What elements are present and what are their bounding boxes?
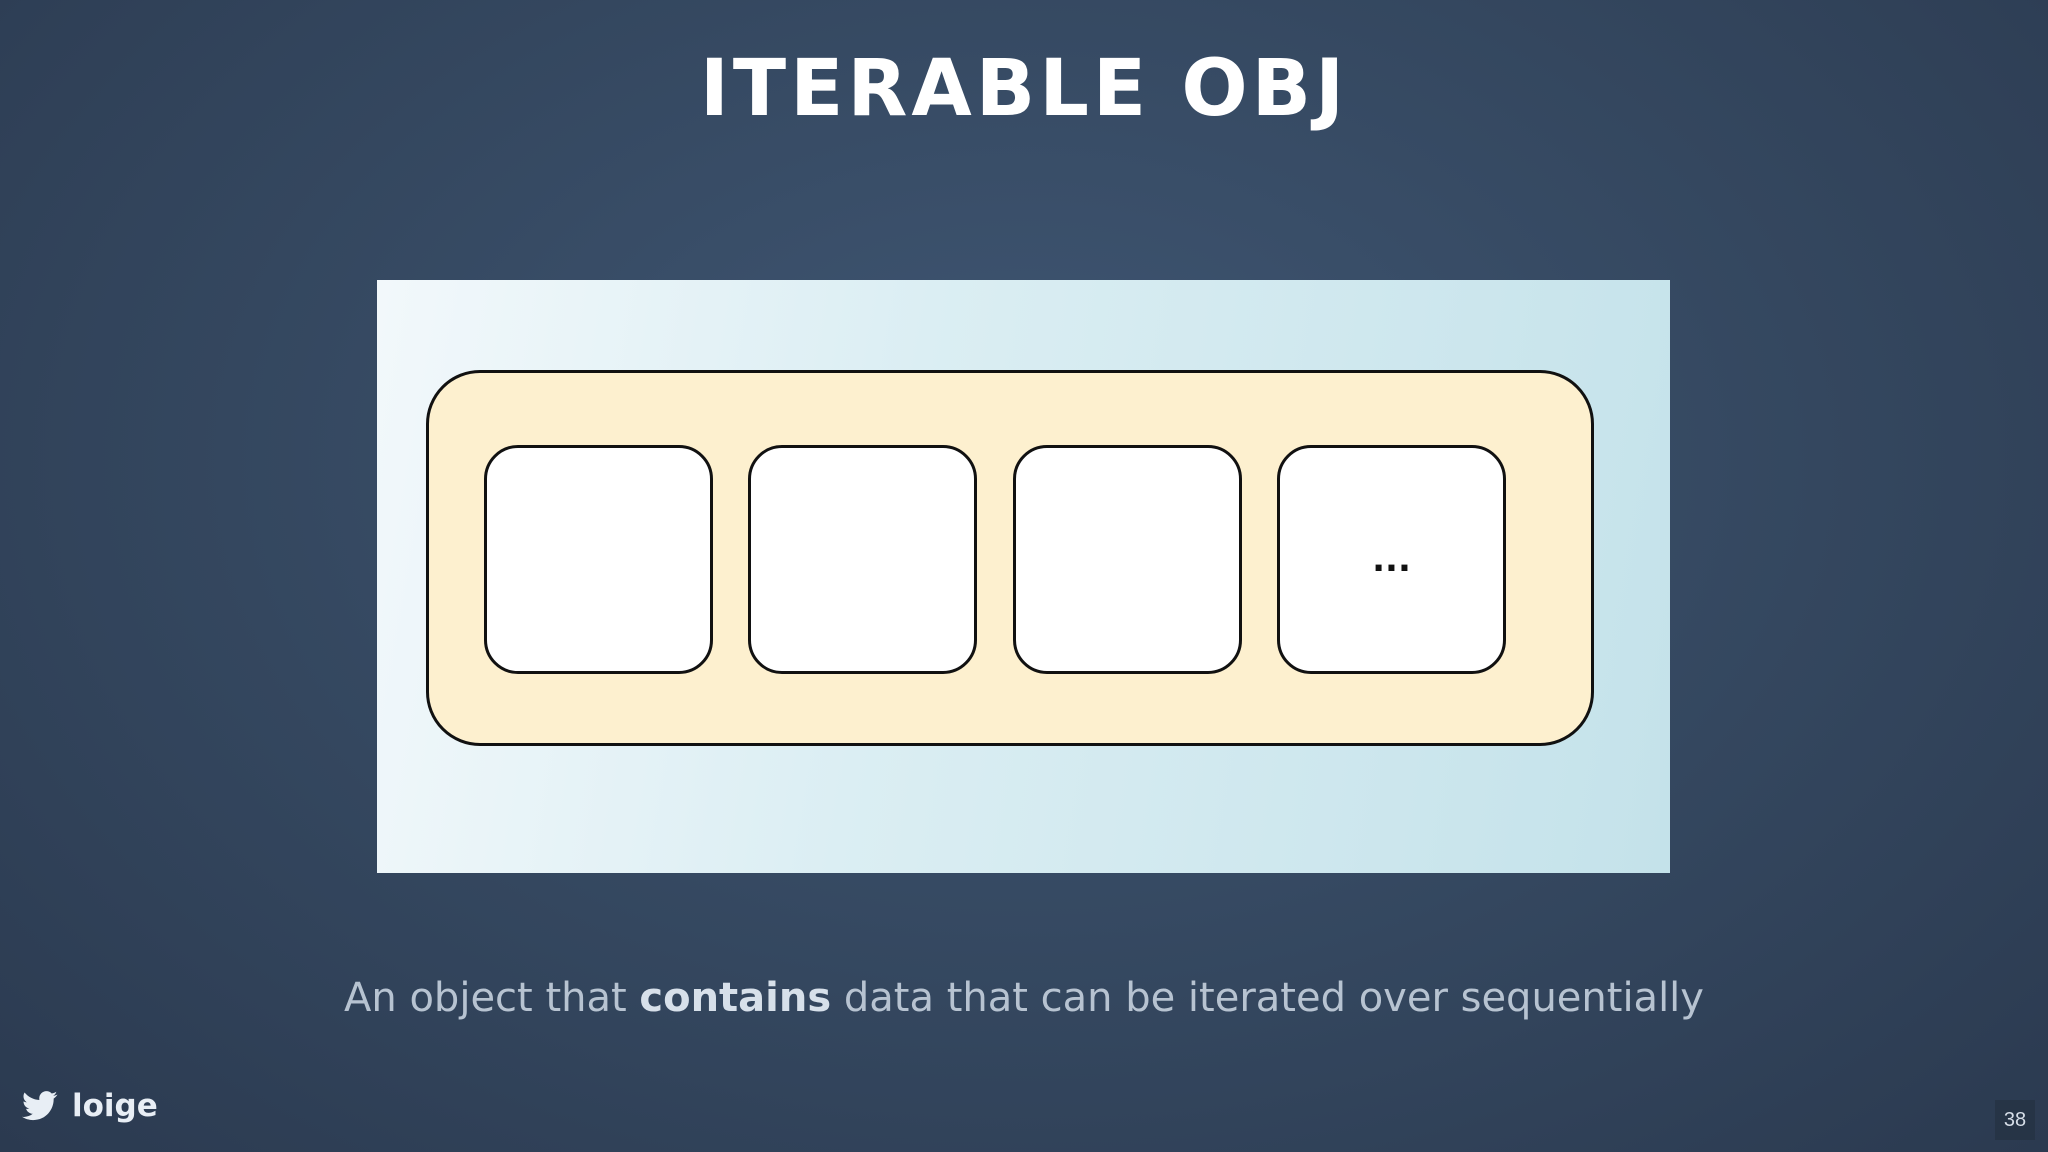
iterable-item-1	[484, 445, 713, 674]
subtitle-text-after: data that can be iterated over sequentia…	[831, 975, 1704, 1021]
slide-number: 38	[1995, 1100, 2035, 1140]
iterable-item-more: ...	[1277, 445, 1506, 674]
footer-handle: loige	[72, 1088, 158, 1124]
subtitle-emphasis: contains	[639, 975, 832, 1021]
iterable-container: ...	[426, 370, 1594, 746]
slide-subtitle: An object that contains data that can be…	[0, 975, 2048, 1021]
slide-title: ITERABLE OBJ	[699, 44, 1349, 134]
footer-twitter-link[interactable]: loige	[22, 1088, 158, 1124]
iterable-item-2	[748, 445, 977, 674]
diagram-panel: ...	[377, 280, 1670, 873]
subtitle-text-before: An object that	[344, 975, 640, 1021]
twitter-bird-icon	[22, 1091, 58, 1121]
iterable-item-3	[1013, 445, 1242, 674]
